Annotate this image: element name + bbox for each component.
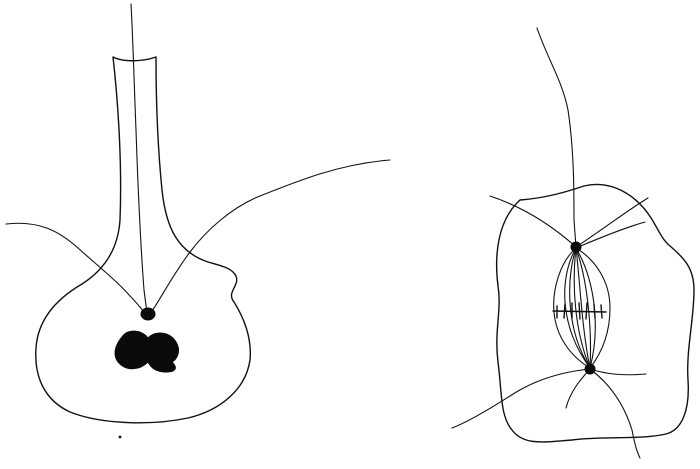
right-upper-right-fibre-1 — [576, 198, 648, 247]
left-astral-fibre-left — [6, 223, 146, 314]
left-speck — [119, 436, 121, 438]
right-lower-fibre-short — [566, 369, 590, 408]
right-cell-drawing — [452, 28, 694, 458]
left-nucleus — [115, 331, 179, 372]
right-lower-right-fibre-2 — [590, 369, 646, 375]
right-upper-right-fibre-2 — [578, 222, 645, 247]
left-centrosome — [141, 308, 155, 320]
left-axial-filament — [131, 4, 147, 313]
right-lower-right-fibre — [590, 369, 640, 458]
right-top-fibre — [537, 28, 576, 247]
right-metaphase-plate — [553, 303, 606, 319]
right-centrosome-top — [571, 242, 581, 252]
left-astral-fibre-right — [150, 160, 390, 314]
left-cell-drawing — [6, 4, 390, 438]
right-upper-left-fibre — [490, 196, 576, 247]
